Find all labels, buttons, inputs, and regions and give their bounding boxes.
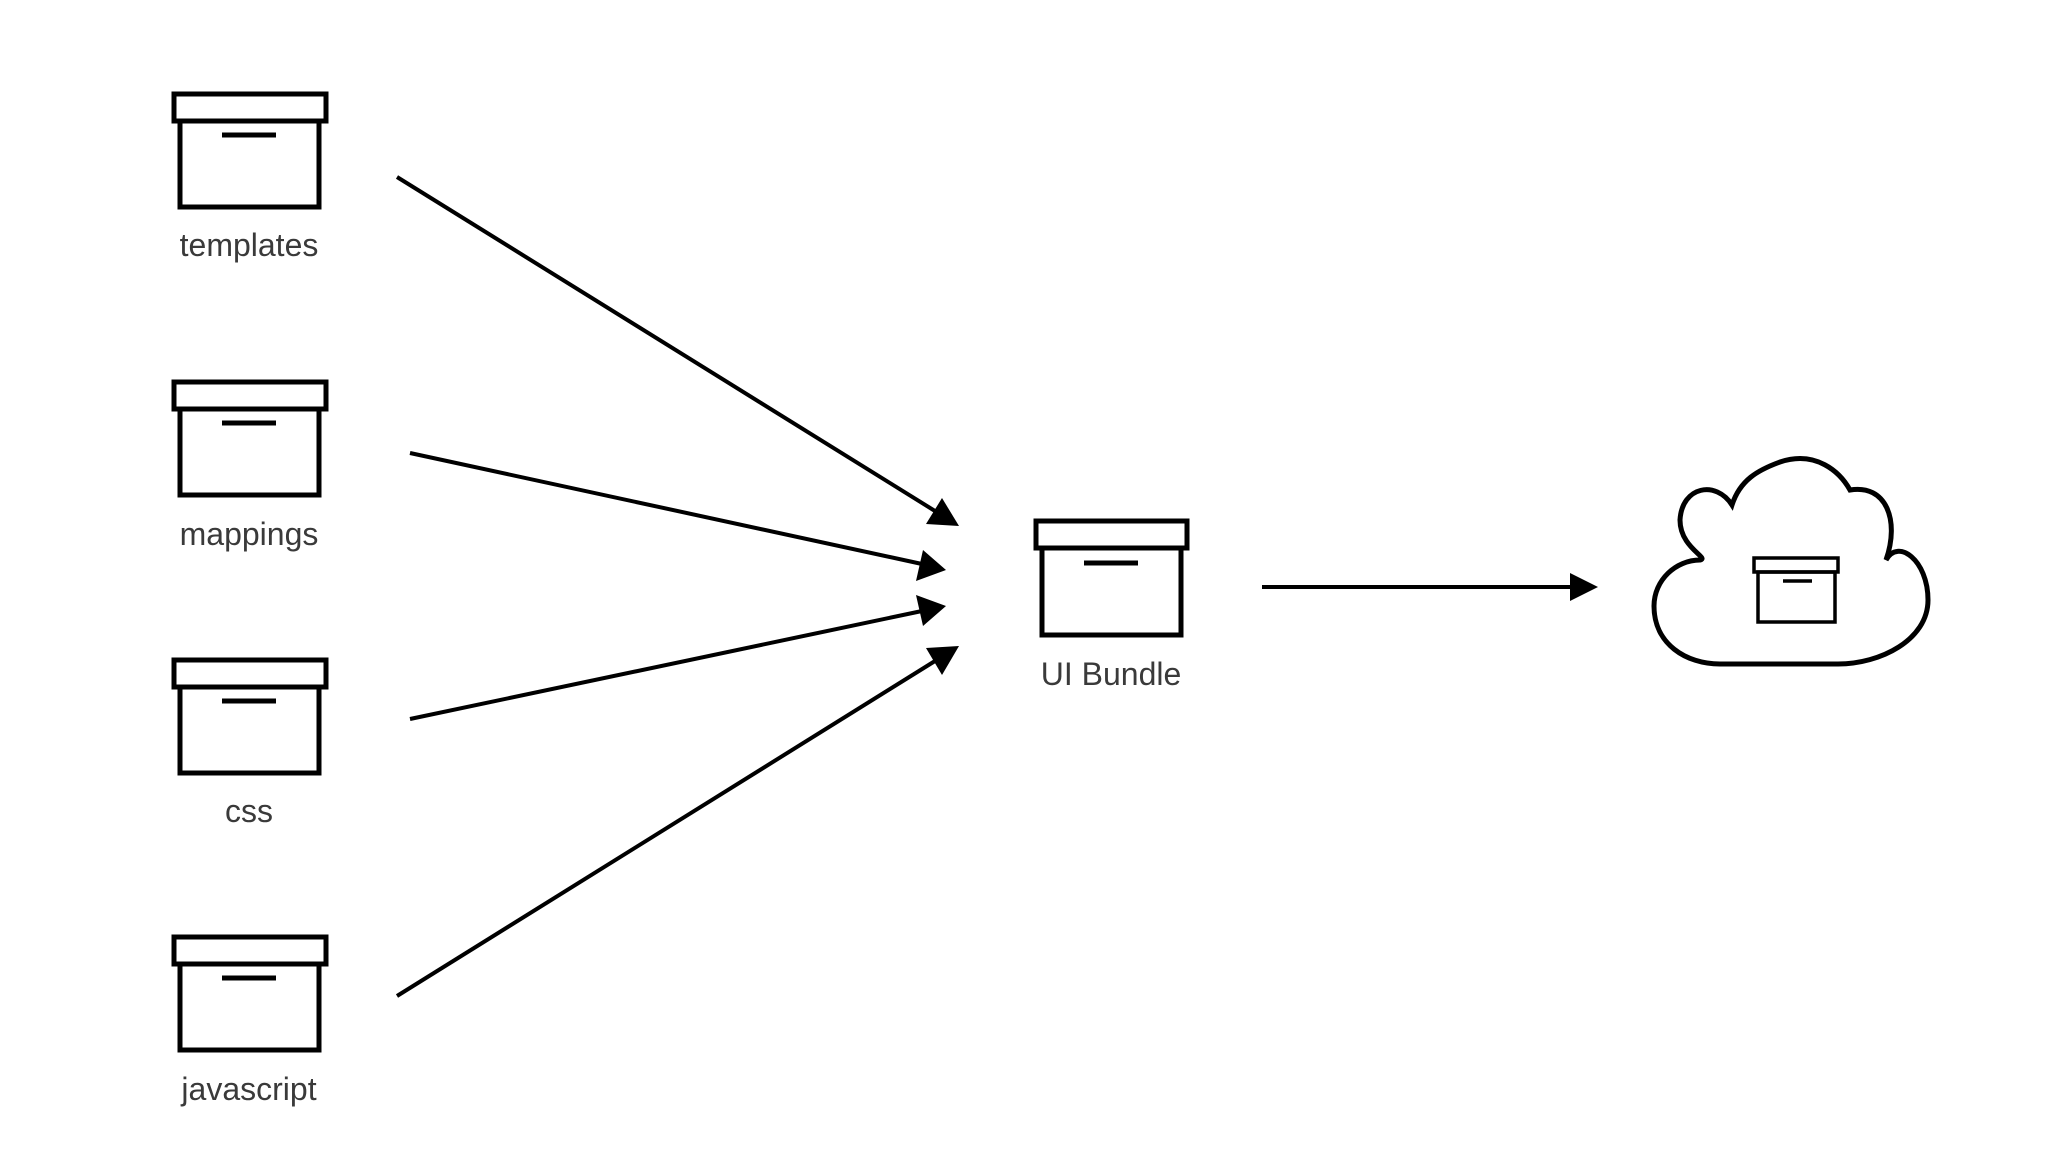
archive-box-icon: [171, 657, 329, 776]
archive-box-icon: [171, 379, 329, 498]
edge-bundle-to-cloud: [1262, 573, 1598, 601]
node-mappings: mappings: [171, 379, 329, 552]
arrowhead: [916, 595, 946, 626]
node-ui-bundle: UI Bundle: [1033, 518, 1190, 692]
node-css: css: [171, 657, 329, 829]
node-label: UI Bundle: [1041, 656, 1182, 692]
node-label: mappings: [180, 516, 319, 552]
node-label: templates: [180, 227, 319, 263]
cloud-icon: [1651, 456, 1931, 667]
arrowhead: [1570, 573, 1598, 601]
edges: [395, 175, 1598, 998]
edge-mappings-to-bundle: [409, 451, 946, 581]
node-javascript: javascript: [171, 934, 329, 1107]
arrowhead: [926, 498, 959, 526]
edge-css-to-bundle: [409, 595, 946, 721]
arrowhead: [926, 646, 959, 675]
arrowhead: [916, 550, 946, 581]
edge-templates-to-bundle: [395, 175, 959, 526]
node-templates: templates: [171, 91, 329, 263]
archive-box-icon: [1033, 518, 1190, 638]
archive-box-icon: [171, 91, 329, 210]
node-cloud: [1651, 456, 1931, 667]
edge-javascript-to-bundle: [395, 646, 959, 998]
archive-box-icon: [1752, 556, 1840, 624]
archive-box-icon: [171, 934, 329, 1053]
node-label: css: [225, 793, 273, 829]
node-label: javascript: [180, 1071, 316, 1107]
